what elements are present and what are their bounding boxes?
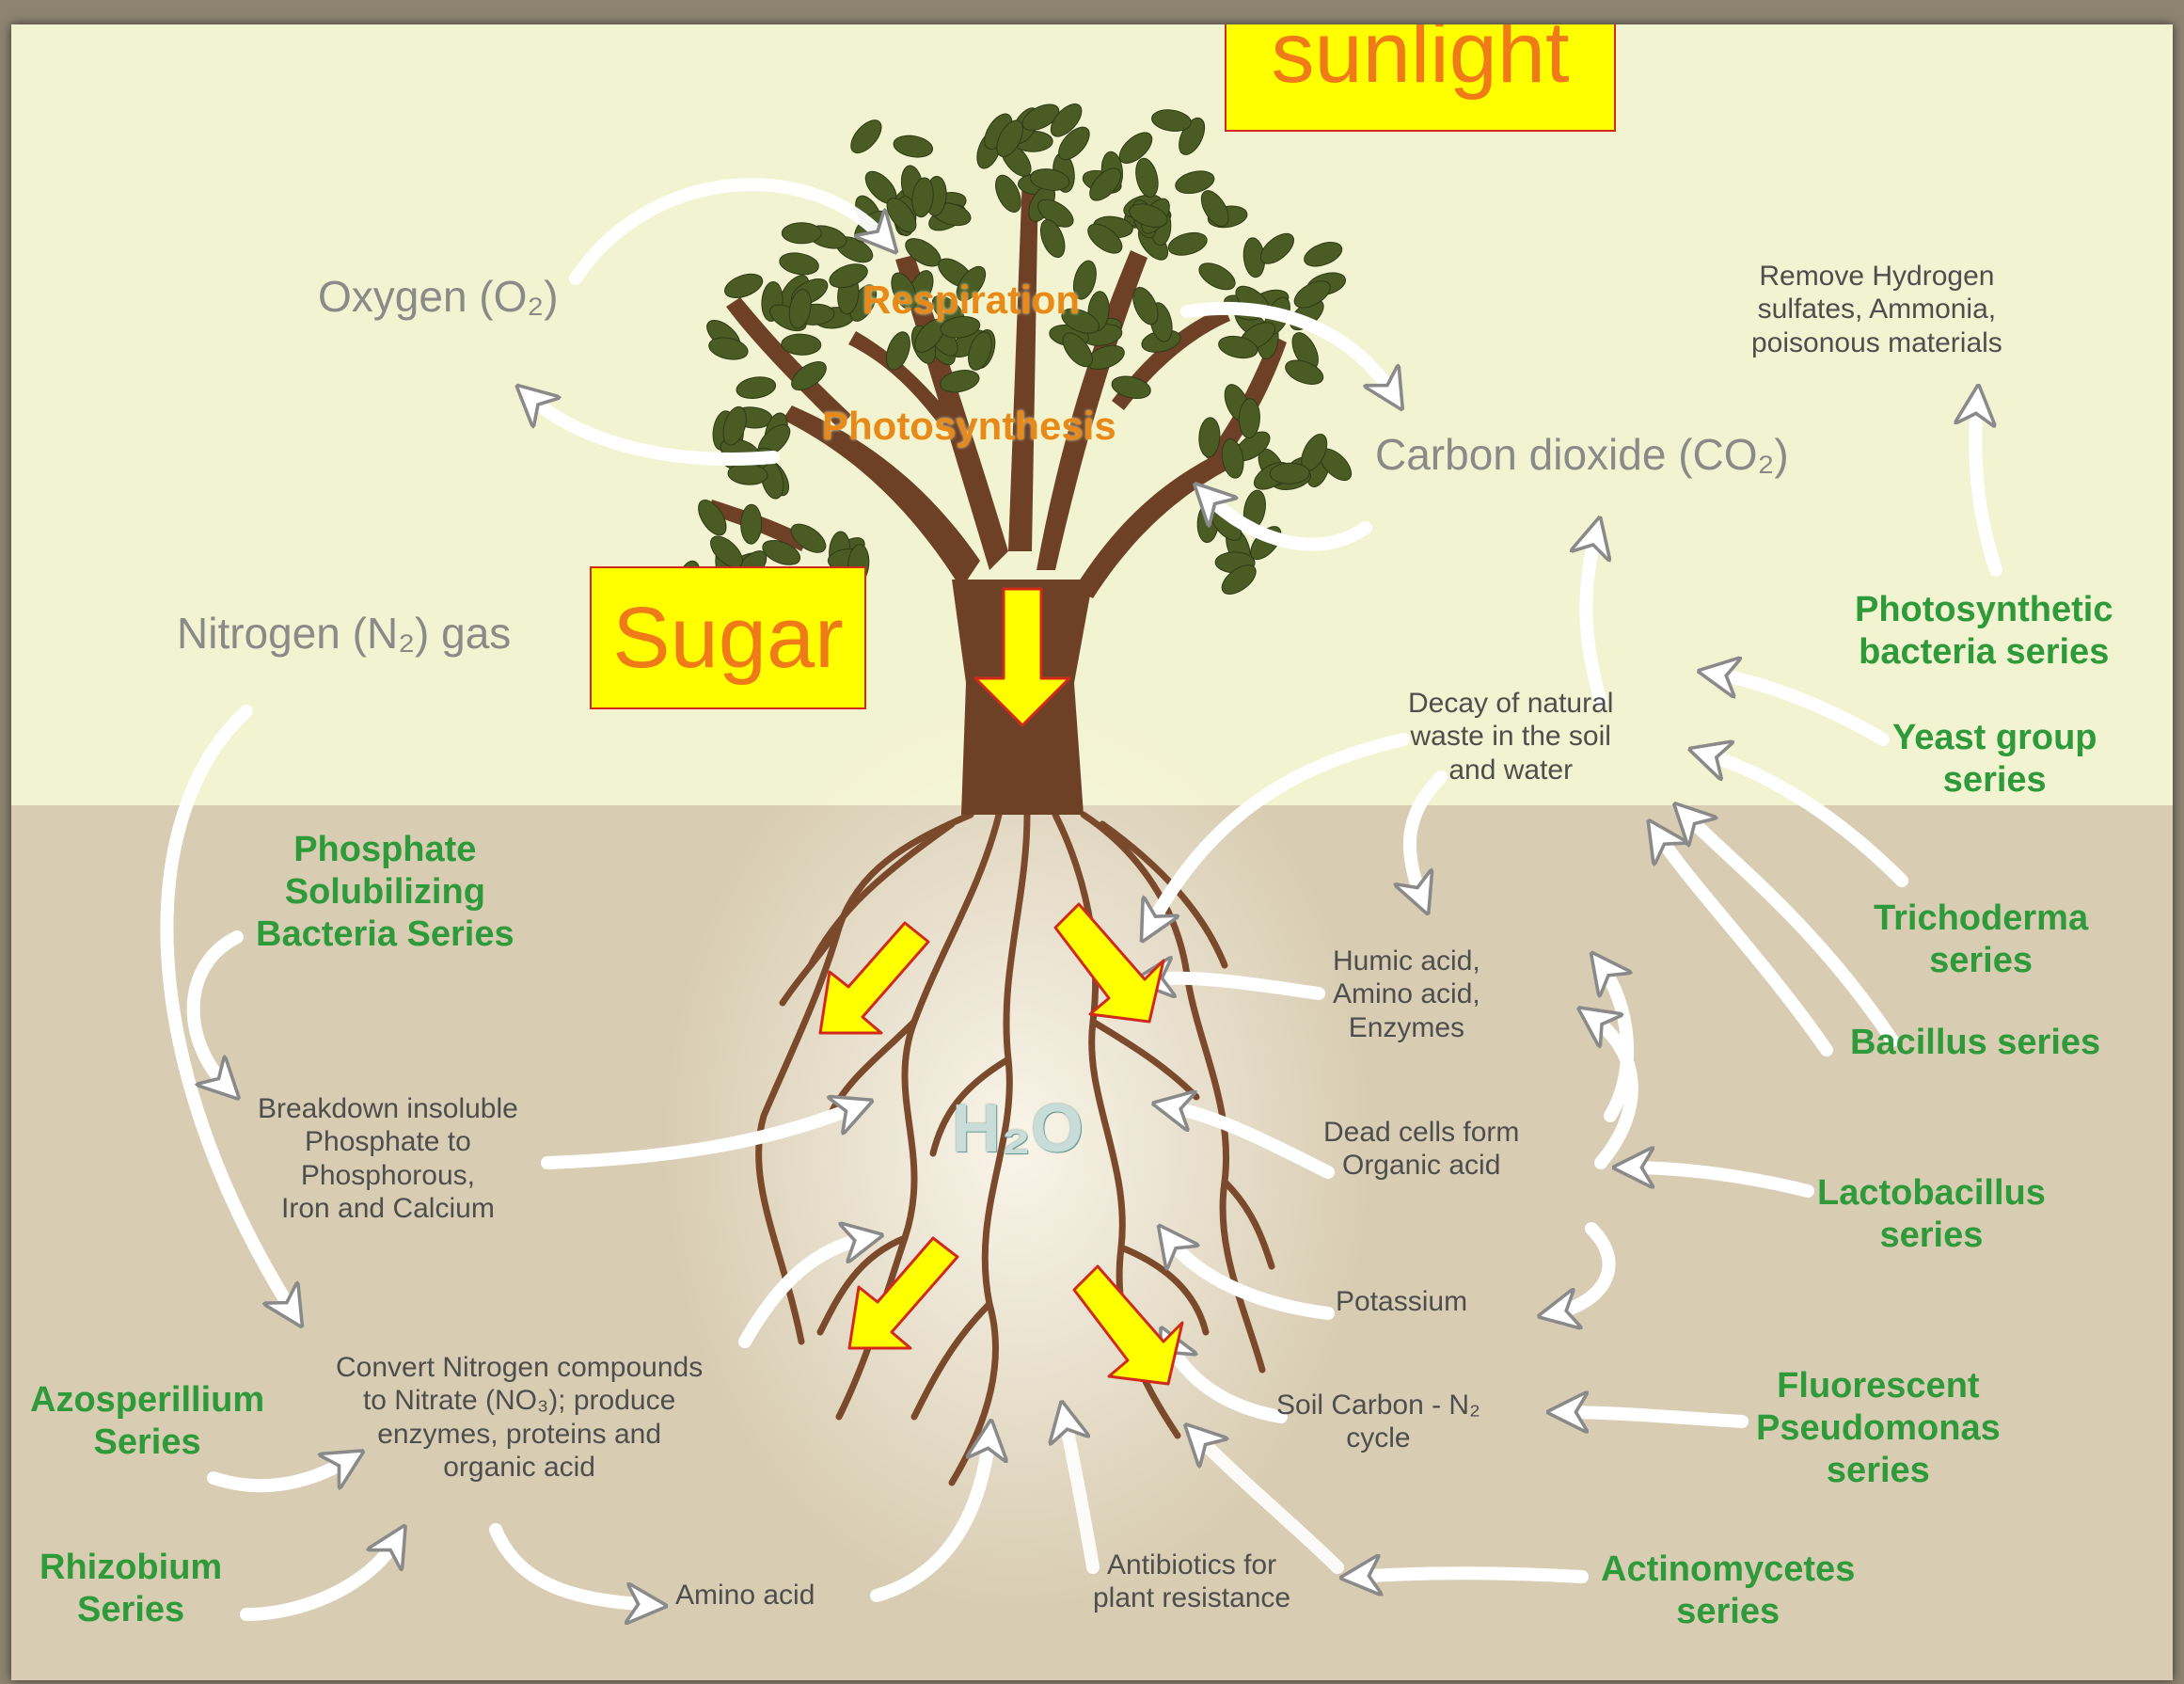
leaf: [892, 133, 934, 160]
potassium-label: Potassium: [1336, 1285, 1467, 1318]
sunlight-callout: sunlight: [1225, 24, 1616, 132]
photosynthetic-bacteria-label: Photosynthetic bacteria series: [1855, 589, 2113, 674]
amino-acid-label: Amino acid: [675, 1579, 815, 1612]
leaf: [1132, 156, 1162, 199]
actinomycetes-label: Actinomycetes series: [1601, 1549, 1855, 1633]
azosperillium-label: Azosperillium Series: [30, 1379, 264, 1464]
respiration-label: Respiration: [863, 277, 1080, 324]
sugar-text: Sugar: [612, 590, 844, 686]
bacillus-label: Bacillus series: [1850, 1022, 2100, 1064]
leaf: [778, 250, 820, 278]
leaf: [1301, 238, 1345, 272]
lactobacillus-label: Lactobacillus series: [1817, 1172, 2046, 1257]
phosphate-bacteria-label: Phosphate Solubilizing Bacteria Series: [256, 829, 514, 955]
trichoderma-label: Trichoderma series: [1874, 898, 2088, 982]
rhizobium-label: Rhizobium Series: [40, 1547, 222, 1631]
leaf: [846, 115, 887, 158]
leaf: [782, 223, 821, 244]
dead-cells-label: Dead cells form Organic acid: [1323, 1116, 1519, 1183]
remove-toxins-label: Remove Hydrogen sulfates, Ammonia, poiso…: [1751, 260, 2002, 359]
sunlight-text: sunlight: [1271, 24, 1569, 101]
leaf: [735, 374, 777, 401]
leaf: [990, 171, 1026, 215]
water-label: H₂O: [952, 1089, 1084, 1169]
yeast-label: Yeast group series: [1892, 717, 2097, 802]
fluorescent-pseudomonas-label: Fluorescent Pseudomonas series: [1756, 1365, 2001, 1491]
convert-nitrogen-label: Convert Nitrogen compounds to Nitrate (N…: [336, 1351, 703, 1485]
humic-acid-label: Humic acid, Amino acid, Enzymes: [1333, 945, 1480, 1044]
decay-label: Decay of natural waste in the soil and w…: [1408, 687, 1613, 786]
oxygen-label: Oxygen (O₂): [318, 271, 559, 322]
leaf: [1166, 229, 1210, 259]
leaf: [721, 269, 766, 302]
sugar-callout: Sugar: [590, 566, 866, 709]
leaf: [1195, 258, 1239, 295]
leaf: [1270, 463, 1309, 485]
nitrogen-label: Nitrogen (N₂) gas: [177, 608, 511, 659]
soil-carbon-label: Soil Carbon - N₂ cycle: [1276, 1389, 1480, 1455]
carbon-dioxide-label: Carbon dioxide (CO₂): [1375, 429, 1789, 480]
photosynthesis-label: Photosynthesis: [822, 403, 1116, 450]
leaf: [740, 504, 762, 544]
diagram-frame: sunlight Sugar Respiration Photosynthesi…: [11, 24, 2173, 1680]
breakdown-phosphate-label: Breakdown insoluble Phosphate to Phospho…: [258, 1092, 518, 1226]
antibiotics-label: Antibiotics for plant resistance: [1093, 1549, 1290, 1615]
